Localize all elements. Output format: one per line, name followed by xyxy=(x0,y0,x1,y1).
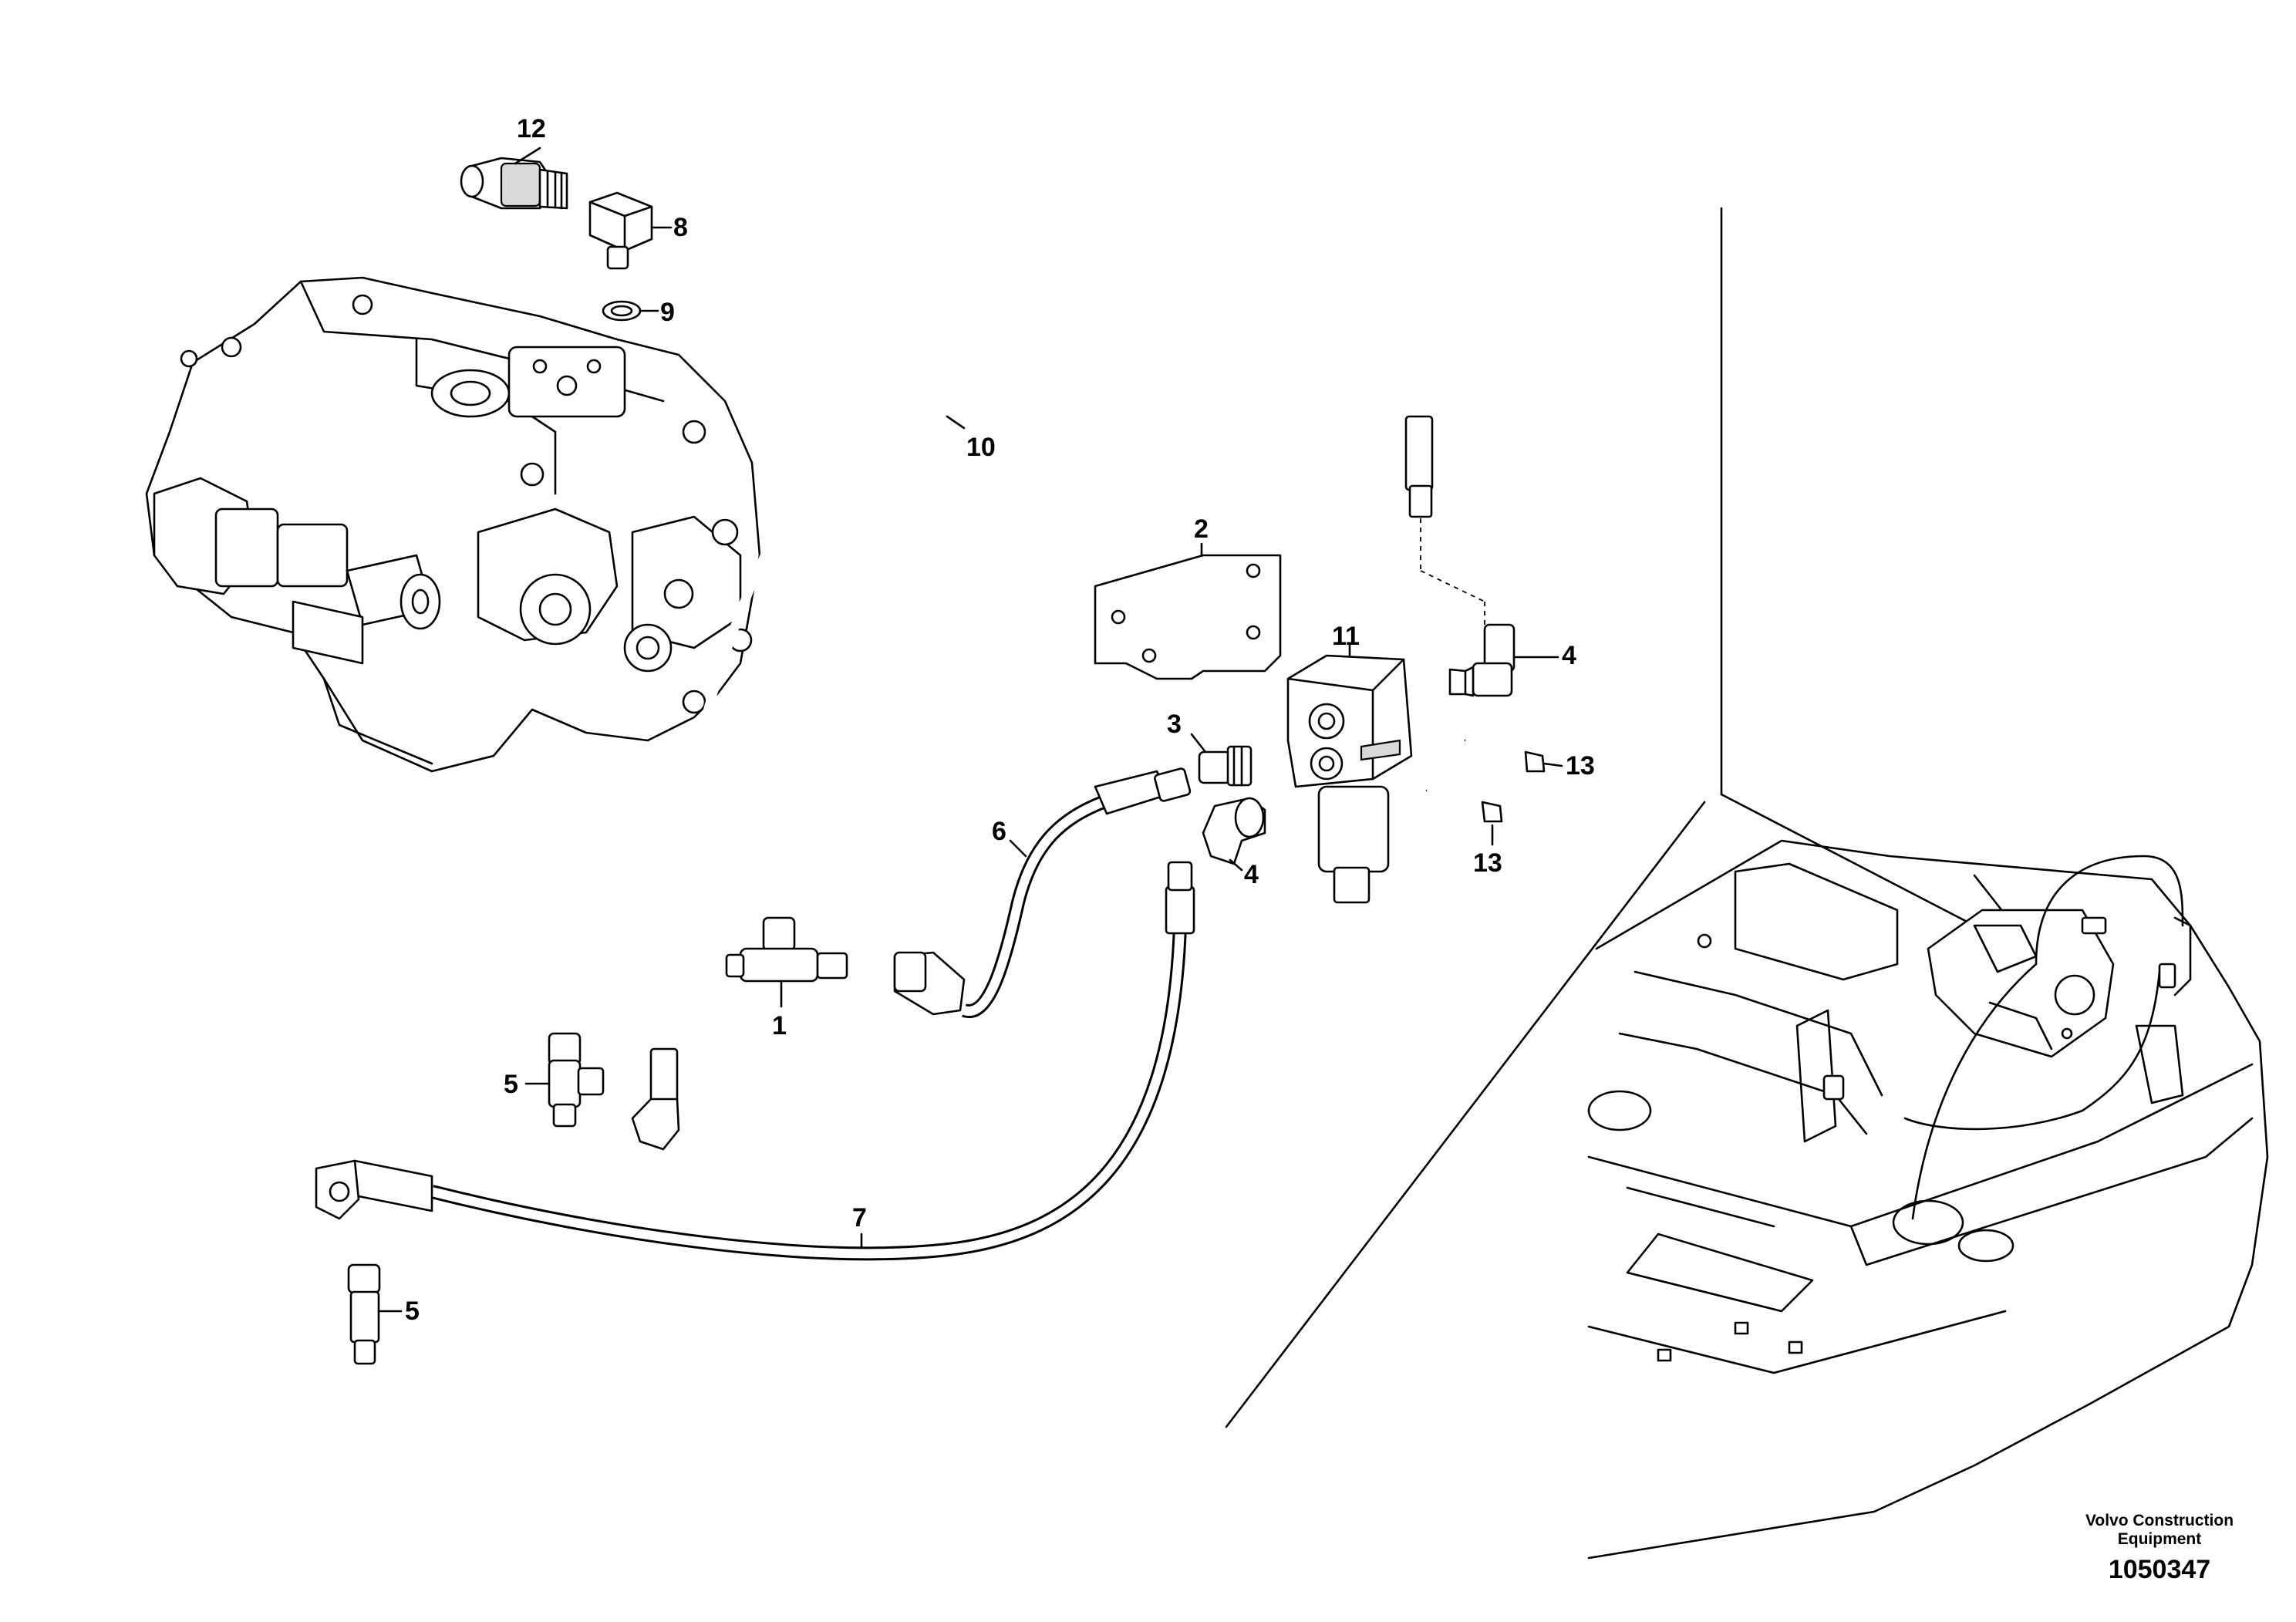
o-ring-part-9 xyxy=(602,300,659,322)
bolt-part-13-upper xyxy=(1464,738,1563,773)
callout-4-upper: 4 xyxy=(1562,641,1576,670)
hose-part-7 xyxy=(315,861,1195,1261)
pressure-sensor-part-12 xyxy=(460,147,568,210)
tee-fitting-part-1 xyxy=(725,916,848,1008)
location-inset-view xyxy=(1225,207,2269,1560)
hose-part-10 xyxy=(631,231,1434,1151)
diagram-number: 1050347 xyxy=(2108,1555,2211,1584)
connector-part-8 xyxy=(588,191,673,270)
bracket-part-2 xyxy=(1094,542,1282,680)
callout-13-upper: 13 xyxy=(1566,751,1595,781)
hose-part-6 xyxy=(893,767,1192,1018)
callout-8: 8 xyxy=(673,213,688,242)
elbow-fitting-part-4-lower xyxy=(1202,797,1266,872)
tee-fitting-part-5-upper xyxy=(524,1032,605,1128)
callout-6: 6 xyxy=(992,817,1006,846)
elbow-fitting-part-4-upper xyxy=(1448,623,1559,697)
straight-fitting-part-5-lower xyxy=(347,1263,403,1365)
credit-line-2: Equipment xyxy=(2117,1530,2202,1549)
callout-11: 11 xyxy=(1332,622,1360,651)
callout-9: 9 xyxy=(660,298,675,327)
adapter-part-3 xyxy=(1190,733,1253,787)
manufacturer-credit: Volvo Construction Equipment xyxy=(2067,1512,2252,1549)
credit-line-1: Volvo Construction xyxy=(2085,1512,2234,1529)
callout-5-upper: 5 xyxy=(504,1070,518,1099)
callout-1: 1 xyxy=(772,1011,787,1040)
valve-block-part-11 xyxy=(1286,642,1413,904)
callout-13-lower: 13 xyxy=(1473,848,1502,878)
callout-5-lower: 5 xyxy=(405,1297,420,1326)
hydraulic-pump xyxy=(145,276,761,773)
callout-2: 2 xyxy=(1194,514,1209,544)
callout-4-lower: 4 xyxy=(1244,860,1259,889)
bolt-part-13-lower xyxy=(1425,788,1503,846)
callout-3: 3 xyxy=(1167,710,1182,739)
callout-12: 12 xyxy=(517,114,546,143)
callout-7: 7 xyxy=(852,1203,867,1233)
callout-10: 10 xyxy=(966,433,996,462)
